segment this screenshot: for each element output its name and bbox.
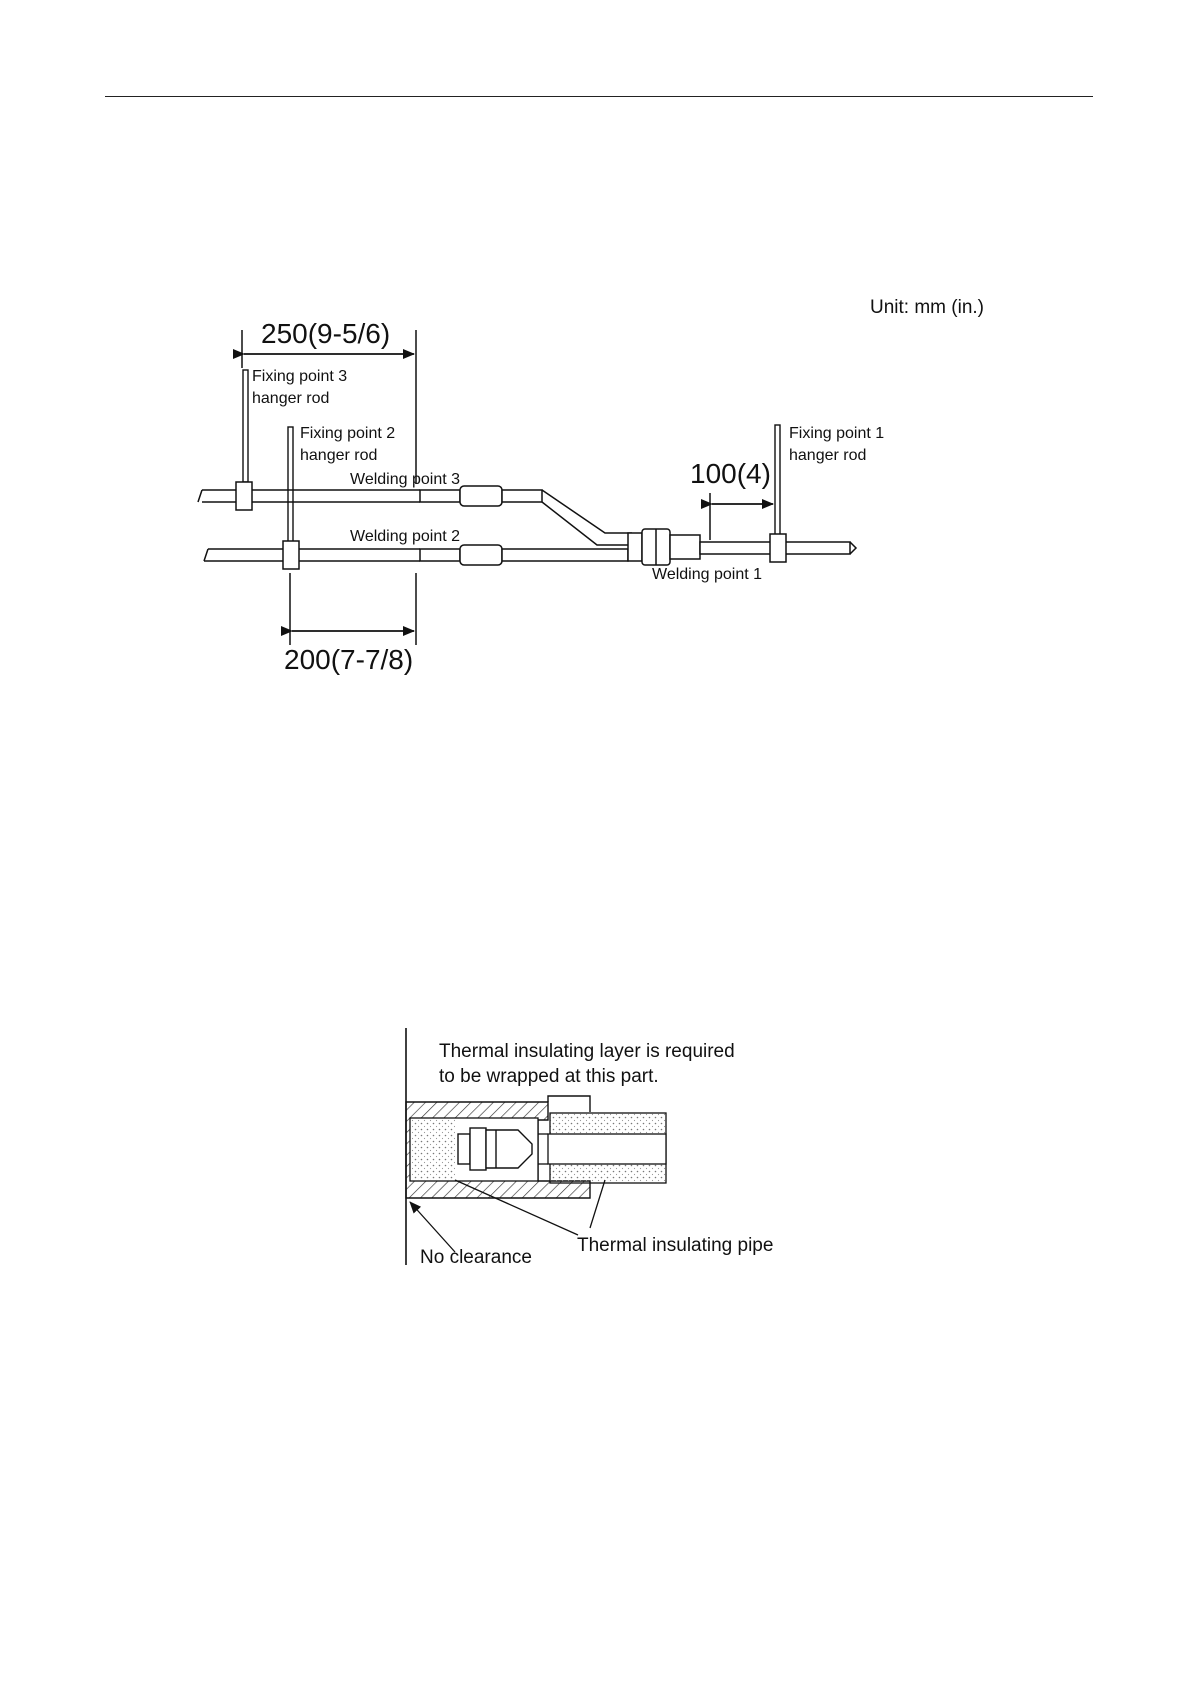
insulation-diagram: Thermal insulating layer is required to … <box>406 1028 773 1268</box>
foam-fill <box>411 1119 455 1180</box>
leader-outer <box>590 1180 605 1228</box>
lower-main-pipe <box>204 545 628 565</box>
fixing-point-2-label: Fixing point 2 hanger rod <box>300 425 400 464</box>
dim-100-label: 100(4) <box>690 458 771 489</box>
no-clearance-arrow <box>410 1202 455 1252</box>
unit-label: Unit: mm (in.) <box>870 297 984 318</box>
fixing-point-3-label: Fixing point 3 hanger rod <box>252 368 352 407</box>
welding-point-1-label: Welding point 1 <box>652 566 762 583</box>
insulating-layer-note: Thermal insulating layer is required to … <box>439 1041 740 1087</box>
hanger-rod-3 <box>243 370 248 482</box>
clamp-fixing-point-2 <box>283 541 299 569</box>
copper-pipe <box>548 1134 666 1164</box>
dim-200-label: 200(7-7/8) <box>284 644 413 675</box>
fixing-point-1-label: Fixing point 1 hanger rod <box>789 425 889 464</box>
flare-nut <box>458 1128 532 1170</box>
clamp-fixing-point-3 <box>236 482 252 510</box>
hanger-rod-2 <box>288 427 293 549</box>
hanger-rod-1 <box>775 425 780 535</box>
hanger-diagram: Unit: mm (in.) 250(9-5/6) Fixing point 3… <box>198 297 984 675</box>
clamp-fixing-point-1 <box>770 534 786 562</box>
dimension-200: 200(7-7/8) <box>284 573 416 675</box>
pipe-end-right <box>850 542 856 554</box>
dim-250-label: 250(9-5/6) <box>261 318 390 349</box>
insulating-pipe-label: Thermal insulating pipe <box>577 1235 773 1256</box>
wrap-indicator <box>548 1096 590 1112</box>
no-clearance-label: No clearance <box>420 1247 532 1268</box>
welding-point-3-label: Welding point 3 <box>350 471 460 488</box>
dimension-100: 100(4) <box>690 458 773 540</box>
welding-point-2-label: Welding point 2 <box>350 528 460 545</box>
branch-joint <box>628 529 850 565</box>
